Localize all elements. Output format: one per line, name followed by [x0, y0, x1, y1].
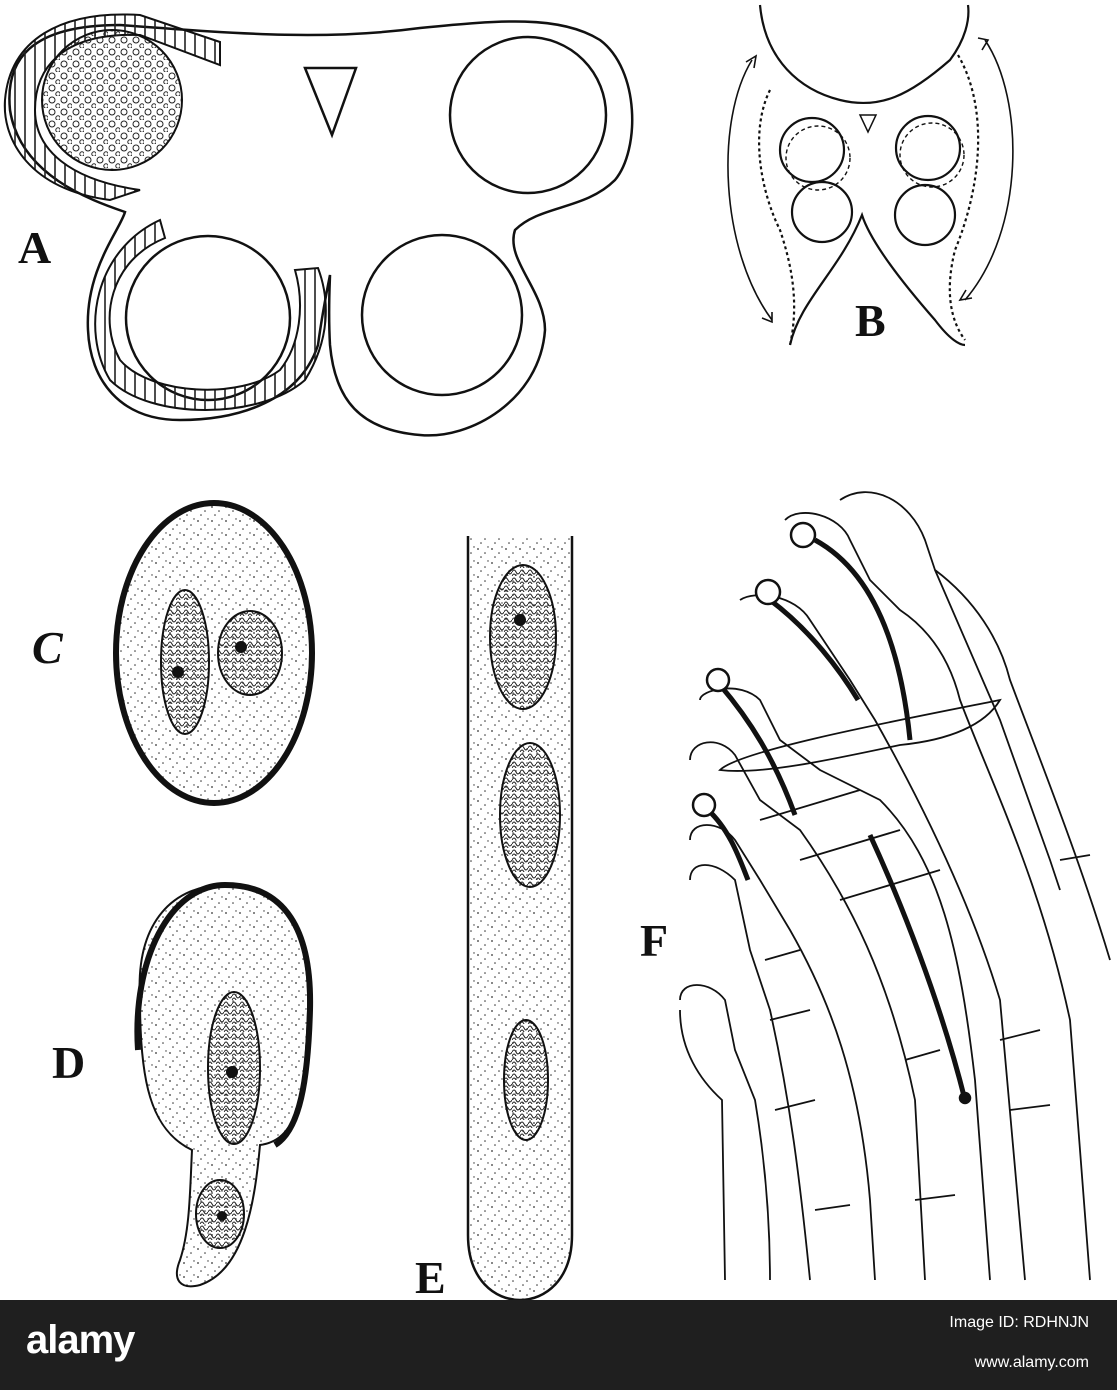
brand-logo: alamy [26, 1318, 135, 1362]
label-d: D [52, 1037, 86, 1088]
anther-cross-section [8, 20, 634, 437]
label-e: E [415, 1252, 446, 1303]
botanical-plate: A B C D E F [3, 4, 1111, 1303]
image-id: Image ID: RDHNJN [949, 1314, 1089, 1331]
site-url: www.alamy.com [974, 1354, 1089, 1371]
label-a: A [18, 222, 52, 273]
figure-drawing [3, 4, 1111, 1300]
pollen-grains-with-tubes [691, 521, 972, 1105]
pollen-tube [466, 536, 574, 1300]
anther-wall-hatched [3, 13, 327, 411]
label-b: B [855, 295, 886, 346]
dehiscing-anther [727, 4, 1014, 347]
label-c: C [32, 622, 63, 673]
germinating-pollen [134, 881, 314, 1288]
watermark-bar: alamy Image ID: RDHNJN www.alamy.com [0, 1300, 1117, 1390]
label-f: F [640, 915, 669, 966]
stigma-papillae [679, 491, 1111, 1281]
pollen-grain [113, 500, 315, 806]
